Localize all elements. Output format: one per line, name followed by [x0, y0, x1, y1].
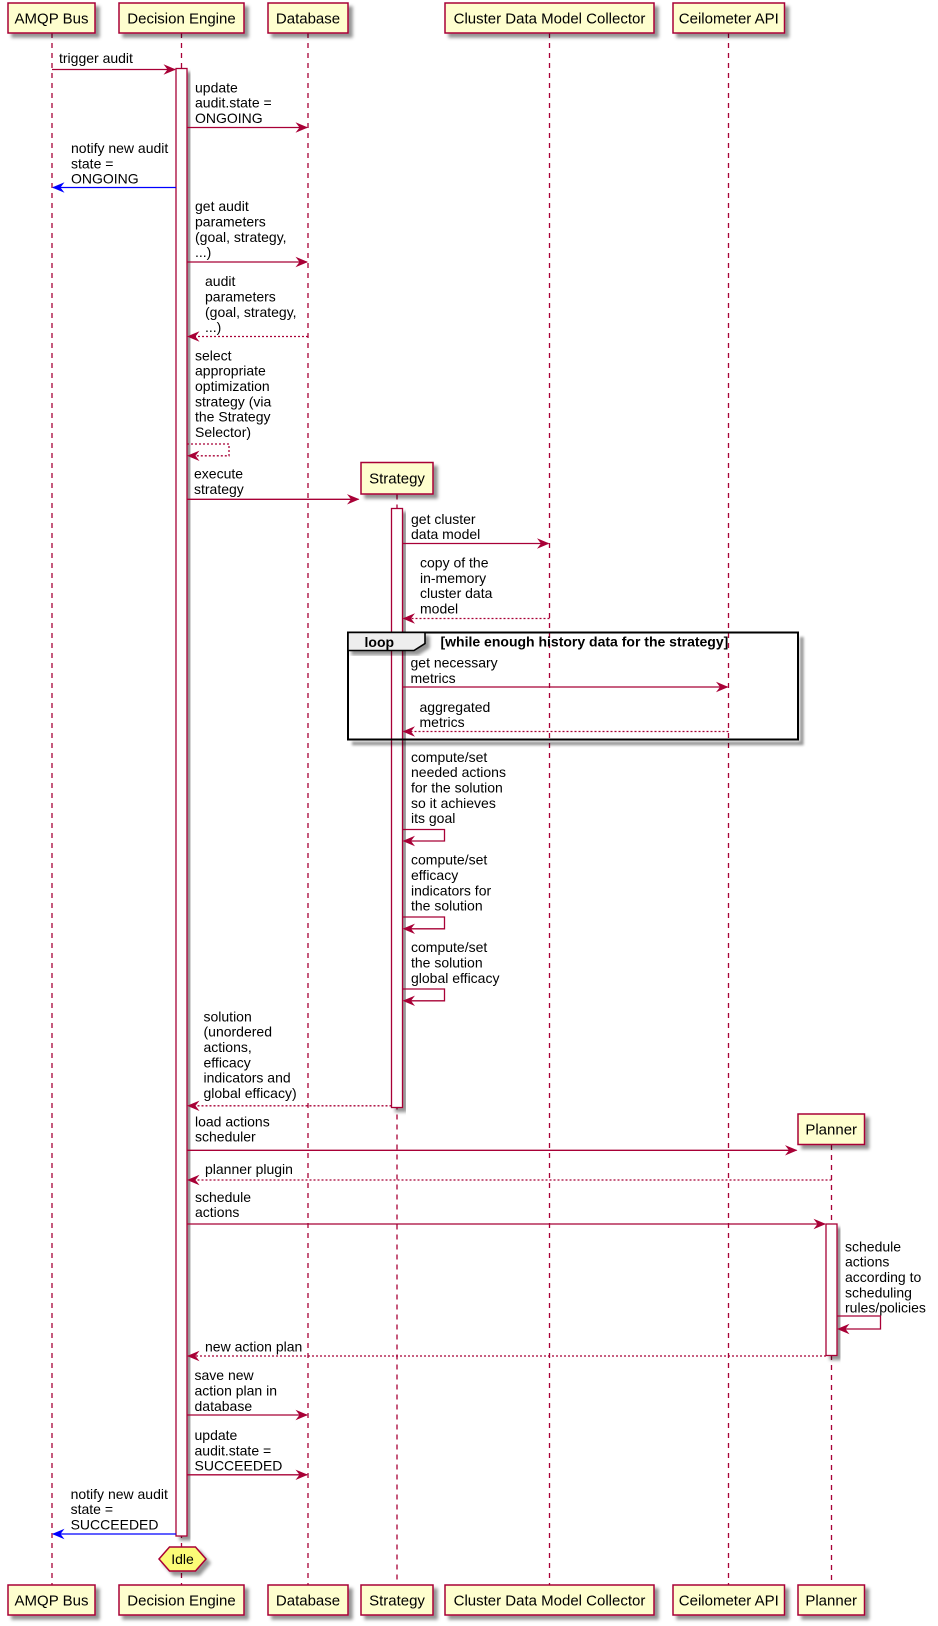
svg-text:cluster data: cluster data: [420, 585, 493, 601]
svg-text:notify new audit: notify new audit: [71, 1486, 168, 1502]
svg-text:parameters: parameters: [205, 288, 276, 304]
svg-text:(unordered: (unordered: [204, 1024, 273, 1040]
svg-text:update: update: [195, 79, 238, 95]
svg-text:in-memory: in-memory: [420, 570, 486, 586]
svg-text:state =: state =: [71, 155, 113, 171]
svg-text:SUCCEEDED: SUCCEEDED: [195, 1458, 283, 1474]
svg-text:Decision Engine: Decision Engine: [127, 10, 235, 27]
svg-text:needed actions: needed actions: [411, 764, 506, 780]
svg-text:model: model: [420, 601, 458, 617]
svg-text:actions: actions: [845, 1254, 889, 1270]
svg-text:its goal: its goal: [411, 810, 455, 826]
svg-text:Ceilometer API: Ceilometer API: [679, 10, 779, 27]
svg-text:select: select: [195, 347, 232, 363]
svg-text:so it achieves: so it achieves: [411, 795, 496, 811]
svg-text:ONGOING: ONGOING: [195, 110, 263, 126]
svg-text:[while enough history data for: [while enough history data for the strat…: [441, 634, 729, 650]
svg-text:Planner: Planner: [805, 1122, 857, 1139]
svg-text:Selector): Selector): [195, 424, 251, 440]
svg-text:strategy: strategy: [194, 481, 244, 497]
svg-text:new action plan: new action plan: [205, 1339, 302, 1355]
svg-text:state =: state =: [71, 1501, 113, 1517]
svg-text:loop: loop: [365, 634, 395, 650]
svg-text:audit: audit: [205, 273, 235, 289]
svg-text:the Strategy: the Strategy: [195, 409, 271, 425]
svg-text:compute/set: compute/set: [411, 749, 487, 765]
svg-text:actions: actions: [195, 1204, 239, 1220]
svg-text:AMQP Bus: AMQP Bus: [15, 1592, 89, 1609]
svg-text:Idle: Idle: [171, 1551, 194, 1567]
svg-text:Database: Database: [276, 10, 340, 27]
svg-text:global efficacy: global efficacy: [411, 970, 499, 986]
svg-text:the solution: the solution: [411, 954, 483, 970]
svg-text:(goal, strategy,: (goal, strategy,: [205, 304, 297, 320]
svg-text:audit.state =: audit.state =: [195, 1442, 272, 1458]
svg-text:Strategy: Strategy: [369, 471, 425, 488]
svg-text:load actions: load actions: [195, 1113, 270, 1129]
svg-text:metrics: metrics: [420, 714, 465, 730]
svg-text:parameters: parameters: [195, 214, 266, 230]
svg-text:metrics: metrics: [411, 670, 456, 686]
svg-text:...): ...): [205, 319, 221, 335]
svg-text:actions,: actions,: [204, 1039, 252, 1055]
svg-text:AMQP Bus: AMQP Bus: [15, 10, 89, 27]
svg-text:save new: save new: [195, 1367, 255, 1383]
svg-text:indicators for: indicators for: [411, 882, 491, 898]
svg-text:for the solution: for the solution: [411, 780, 503, 796]
svg-text:get audit: get audit: [195, 198, 249, 214]
svg-text:appropriate: appropriate: [195, 363, 266, 379]
svg-text:Ceilometer API: Ceilometer API: [679, 1592, 779, 1609]
svg-text:optimization: optimization: [195, 378, 270, 394]
svg-text:global efficacy): global efficacy): [204, 1085, 297, 1101]
svg-text:indicators and: indicators and: [204, 1070, 291, 1086]
svg-text:aggregated: aggregated: [420, 699, 491, 715]
svg-text:efficacy: efficacy: [411, 867, 458, 883]
svg-text:data model: data model: [411, 526, 480, 542]
svg-text:planner plugin: planner plugin: [205, 1161, 293, 1177]
svg-text:rules/policies: rules/policies: [845, 1300, 926, 1316]
svg-text:Database: Database: [276, 1592, 340, 1609]
svg-text:Decision Engine: Decision Engine: [127, 1592, 235, 1609]
svg-text:action plan in: action plan in: [195, 1383, 278, 1399]
svg-text:Planner: Planner: [805, 1592, 857, 1609]
svg-text:solution: solution: [204, 1008, 252, 1024]
svg-text:efficacy: efficacy: [204, 1054, 251, 1070]
svg-text:Strategy: Strategy: [369, 1592, 425, 1609]
svg-text:compute/set: compute/set: [411, 939, 487, 955]
svg-text:schedule: schedule: [195, 1189, 251, 1205]
svg-text:copy of the: copy of the: [420, 555, 489, 571]
svg-text:get necessary: get necessary: [411, 655, 498, 671]
svg-text:notify new audit: notify new audit: [71, 140, 168, 156]
svg-text:Cluster Data Model Collector: Cluster Data Model Collector: [454, 10, 646, 27]
svg-text:ONGOING: ONGOING: [71, 171, 139, 187]
svg-text:execute: execute: [194, 466, 243, 482]
svg-text:scheduling: scheduling: [845, 1284, 912, 1300]
svg-text:scheduler: scheduler: [195, 1129, 256, 1145]
svg-text:get cluster: get cluster: [411, 511, 476, 527]
svg-text:compute/set: compute/set: [411, 852, 487, 868]
svg-text:audit.state =: audit.state =: [195, 95, 272, 111]
svg-text:schedule: schedule: [845, 1238, 901, 1254]
svg-text:(goal, strategy,: (goal, strategy,: [195, 229, 287, 245]
svg-text:Cluster Data Model Collector: Cluster Data Model Collector: [454, 1592, 646, 1609]
svg-text:...): ...): [195, 244, 211, 260]
svg-text:database: database: [195, 1398, 253, 1414]
svg-text:trigger audit: trigger audit: [59, 50, 133, 66]
svg-text:update: update: [195, 1427, 238, 1443]
svg-text:according to: according to: [845, 1269, 921, 1285]
svg-text:strategy (via: strategy (via: [195, 393, 271, 409]
svg-text:the solution: the solution: [411, 898, 483, 914]
svg-text:SUCCEEDED: SUCCEEDED: [71, 1517, 159, 1533]
